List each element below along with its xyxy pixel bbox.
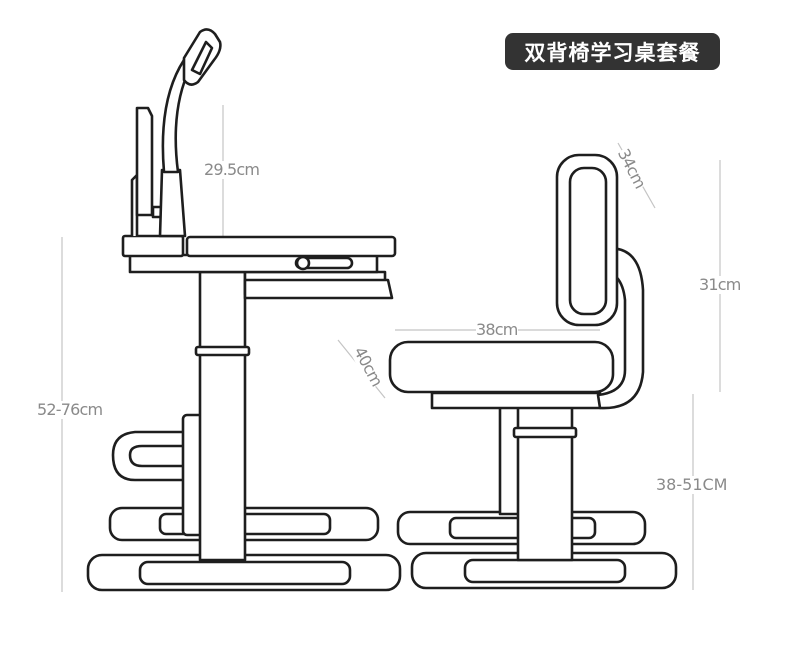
desk [86,28,402,592]
desk-top [185,235,397,258]
chair-base-rear-inner [463,558,627,584]
drawer [243,278,394,300]
chair-seat [388,340,615,394]
seat-plate [430,391,602,410]
chair-column-collar [512,426,578,439]
seat-width-label: 38cm [476,320,518,339]
book-stand [135,106,154,217]
backrest-height-label: 31cm [699,275,741,294]
desk-column [198,270,247,562]
chair [388,153,678,590]
tilt-knob [295,255,311,271]
desk-ledge [121,234,185,258]
seat-height-label: 38-51CM [656,475,728,494]
product-title-badge: 双背椅学习桌套餐 [505,33,720,70]
desk-base-rear-inner [138,560,352,586]
rear-backrest [596,247,645,410]
lamp-light-panel [190,40,214,76]
desk-height-label: 52-76cm [37,400,103,419]
footrest [111,430,192,482]
lamp-height-label: 29.5cm [204,160,260,179]
front-backrest-inner [568,166,608,316]
lamp-base [158,168,187,238]
desk-column-collar [194,345,251,357]
